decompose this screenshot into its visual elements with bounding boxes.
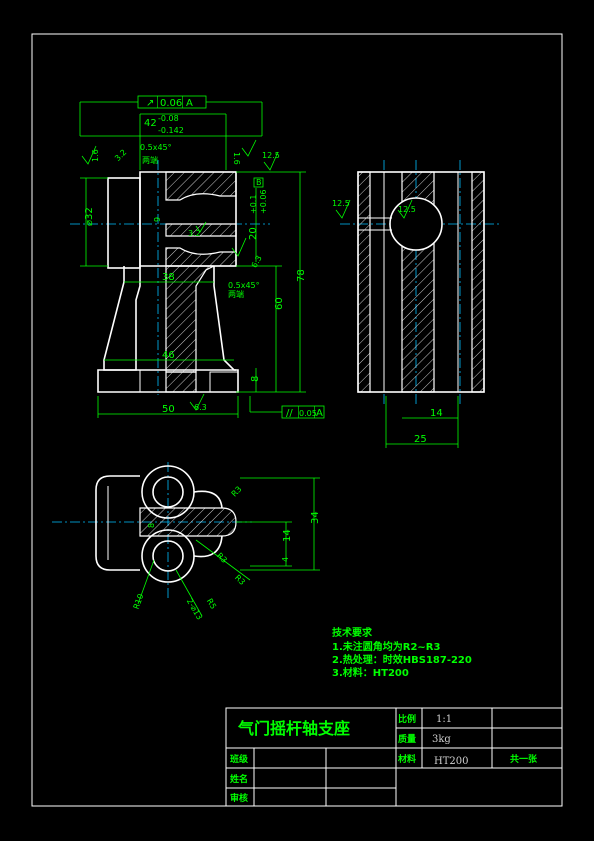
thread-note-2: 两端 — [228, 289, 244, 299]
top-dim-14: 14 — [282, 529, 293, 542]
tech-item-1: 1.未注圆角均为R2~R3 — [332, 640, 440, 653]
dia-32: ⌀32 — [84, 207, 95, 226]
top-r5: R5 — [205, 597, 218, 611]
tol-datum-bottom: A — [316, 408, 323, 419]
dim-20: 20 — [248, 227, 259, 240]
material-label: 材料 — [397, 753, 416, 765]
mass-label: 质量 — [398, 733, 416, 745]
rough-16-right: 1.6 — [232, 152, 241, 165]
tol-value-top: 0.06 — [160, 98, 182, 109]
top-r3-a: R3 — [230, 485, 244, 499]
svg-text://: // — [286, 408, 293, 419]
top-dim-8: 8 — [147, 523, 156, 528]
chamfer-label: 0.5x45° — [140, 143, 172, 152]
title-block: 气门摇杆轴支座 比例 1:1 质量 3kg 材料 HT200 共一张 班级 姓名… — [225, 707, 563, 807]
sheet-count: 共一张 — [510, 753, 538, 765]
top-r10: R10 — [132, 593, 146, 611]
drawing-border — [31, 33, 563, 807]
top-dim-34: 34 — [310, 511, 321, 524]
svg-text:↗: ↗ — [146, 98, 154, 109]
dim-25: 25 — [414, 434, 427, 445]
top-r3-c: R3 — [233, 573, 247, 587]
scale-value: 1:1 — [436, 714, 452, 725]
chamfer-small: 0.5x45° — [228, 281, 260, 290]
drawn-label: 班级 — [230, 753, 249, 765]
side-view: 12.5 12.5 14 25 — [332, 160, 500, 448]
dim-9: 9 — [153, 217, 162, 222]
tol-value-bottom: 0.05 — [299, 409, 317, 418]
tech-requirements: 技术要求 1.未注圆角均为R2~R3 2.热处理：时效HBS187-220 3.… — [332, 626, 472, 679]
front-view-labels: ↗ 0.06 A 42 -0.08 -0.142 0.5x45° 两端 1.6 … — [84, 96, 323, 419]
datum-b: B — [256, 178, 262, 187]
tol-datum-top: A — [186, 98, 193, 109]
dim-42-upper: -0.08 — [158, 114, 179, 123]
review-label: 审核 — [230, 792, 248, 804]
tech-item-3: 3.材料：HT200 — [332, 666, 409, 679]
thread-note: 两端 — [142, 155, 158, 165]
rough-125-b: 12.5 — [398, 205, 416, 214]
top-dim-4: 4 — [281, 557, 290, 562]
dim-38: 38 — [162, 272, 175, 283]
dim-42-lower: -0.142 — [158, 126, 184, 135]
part-name: 气门摇杆轴支座 — [237, 719, 350, 738]
scale-label: 比例 — [398, 713, 416, 725]
tech-heading: 技术要求 — [332, 626, 373, 639]
front-view — [70, 95, 325, 419]
rough-125-a: 12.5 — [332, 199, 350, 208]
dim-42: 42 — [144, 118, 157, 129]
dim-60: 60 — [274, 297, 285, 310]
rough-125: 12.5 — [262, 151, 280, 160]
rough-32-b: 3.2 — [188, 229, 201, 238]
mass-value: 3kg — [432, 734, 451, 745]
name-label: 姓名 — [229, 773, 248, 785]
top-2x13: 2-⌀13 — [185, 597, 204, 621]
dim-50: 50 — [162, 404, 175, 415]
rough-16-left: 1.6 — [91, 149, 100, 162]
rough-63-a: 6.3 — [250, 254, 264, 270]
dim-20-upper: +0.1 — [249, 195, 258, 214]
tech-item-2: 2.热处理：时效HBS187-220 — [332, 653, 472, 666]
dim-8: 8 — [250, 376, 261, 382]
dim-46: 46 — [162, 350, 175, 361]
rough-32-a: 3.2 — [113, 148, 128, 163]
material-value: HT200 — [434, 756, 468, 767]
dim-20-lower: +0.06 — [259, 189, 268, 214]
dim-14: 14 — [430, 408, 443, 419]
rough-63-b: 6.3 — [194, 403, 207, 412]
top-view — [52, 462, 320, 617]
dim-78: 78 — [296, 269, 307, 282]
